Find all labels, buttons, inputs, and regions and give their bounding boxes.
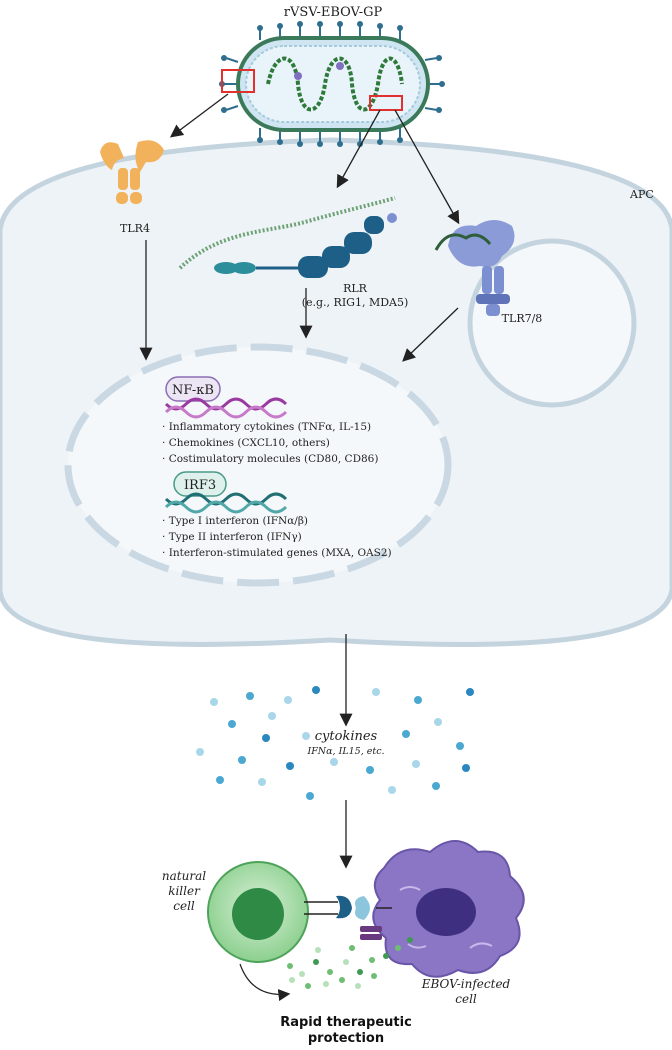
outcome-label-1: Rapid therapeutic xyxy=(280,1015,412,1030)
nfkb-item-1: · Inflammatory cytokines (TNFα, IL-15) xyxy=(162,421,371,433)
cytokines-title: cytokines xyxy=(315,729,378,744)
arrow-virus-to-tlr4 xyxy=(169,93,229,138)
nfkb-item-2: · Chemokines (CXCL10, others) xyxy=(162,437,330,449)
nk-cell-label-3: cell xyxy=(173,899,195,913)
outcome-label-2: protection xyxy=(308,1031,384,1046)
nk-cell-label-1: natural xyxy=(162,869,206,883)
infected-cell-label-1: EBOV-infected xyxy=(421,977,511,991)
infected-cell xyxy=(372,840,525,978)
virus-label: rVSV-EBOV-GP xyxy=(284,5,383,20)
nucleus xyxy=(64,343,452,587)
tlr4-label: TLR4 xyxy=(120,222,150,235)
irf3-item-3: · Interferon-stimulated genes (MXA, OAS2… xyxy=(162,547,392,559)
nfkb-label: NF-κB xyxy=(172,383,214,398)
rlr-receptor xyxy=(214,213,397,278)
nfkb-dna-helix xyxy=(164,397,288,419)
irf3-item-1: · Type I interferon (IFNα/β) xyxy=(162,515,308,527)
rna-highlight-box xyxy=(369,95,403,111)
nk-cell xyxy=(207,861,309,963)
arrow-granule-release xyxy=(239,963,291,1002)
infected-cell-label-2: cell xyxy=(455,992,477,1006)
rlr-label: RLR xyxy=(343,282,368,295)
rlr-examples-label: (e.g., RIG1, MDA5) xyxy=(302,296,409,309)
cytokine-particles xyxy=(196,686,474,800)
immune-synapse-receptors xyxy=(304,895,392,940)
apc-label: APC xyxy=(629,188,654,201)
cytotoxic-granules xyxy=(287,937,413,989)
arrow-tlr78-to-nucleus xyxy=(402,307,459,362)
glycoprotein-highlight-box xyxy=(221,69,255,93)
nfkb-item-3: · Costimulatory molecules (CD80, CD86) xyxy=(162,453,378,465)
arrow-virus-to-rlr xyxy=(336,109,381,189)
tlr78-receptor xyxy=(434,220,515,316)
tlr78-label: TLR7/8 xyxy=(502,312,543,325)
endosome xyxy=(467,238,637,408)
cytokines-subtitle: IFNα, IL15, etc. xyxy=(306,746,384,757)
irf3-item-2: · Type II interferon (IFNγ) xyxy=(162,531,302,543)
irf3-dna-helix xyxy=(164,492,288,514)
virus-particle xyxy=(219,21,445,147)
nk-cell-label-2: killer xyxy=(168,884,201,898)
irf3-label: IRF3 xyxy=(184,478,216,493)
arrow-virus-to-tlr78 xyxy=(394,109,460,225)
tlr4-receptor xyxy=(100,140,164,204)
viral-rna-strand xyxy=(178,196,396,270)
